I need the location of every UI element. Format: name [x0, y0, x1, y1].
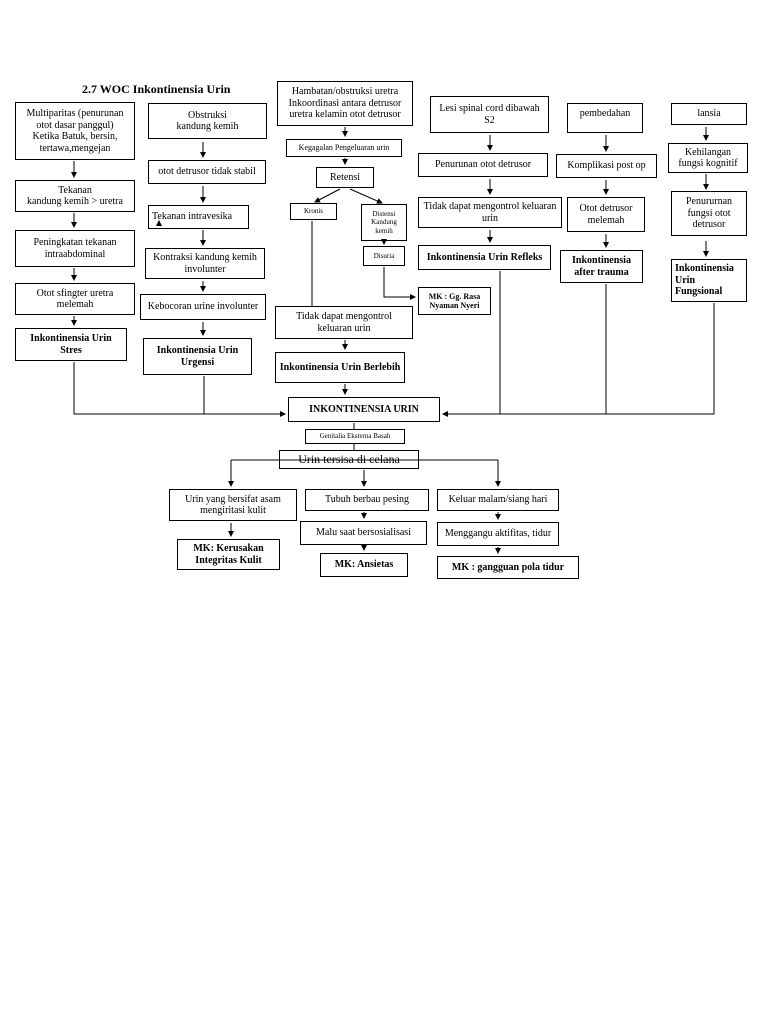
node-pembedahan: pembedahan: [567, 103, 643, 133]
diagram-title: 2.7 WOC Inkontinensia Urin: [82, 82, 231, 96]
node-mk-ansietas: MK: Ansietas: [320, 553, 408, 577]
node-otot-detrusor-tidak-stabil: otot detrusor tidak stabil: [148, 160, 266, 184]
node-inkontinensia-refleks: Inkontinensia Urin Refleks: [418, 245, 551, 270]
node-penurunan-otot-detrusor: Penurunan otot detrusor: [418, 153, 548, 177]
node-inkontinensia-trauma: Inkontinensia after trauma: [560, 250, 643, 283]
node-inkontinensia-stres: Inkontinensia Urin Stres: [15, 328, 127, 361]
node-multiparitas: Multiparitas (penurunan otot dasar pangg…: [15, 102, 135, 160]
node-tekanan-kandung-kemih: Tekanan kandung kemih > uretra: [15, 180, 135, 212]
node-kebocoran: Kebocoran urine involunter: [140, 294, 266, 320]
node-kehilangan-fungsi: Kehilangan fungsi kognitif: [668, 143, 748, 173]
node-urin-asam: Urin yang bersifat asam mengiritasi kuli…: [169, 489, 297, 521]
node-retensi: Retensi: [316, 167, 374, 188]
node-malu: Malu saat bersosialisasi: [300, 521, 427, 545]
node-inkontinensia-berlebih: Inkontinensia Urin Berlebih: [275, 352, 405, 383]
node-penurunan-fungsi-otot: Penururnan fungsi otot detrusor: [671, 191, 747, 236]
node-mk-nyeri: MK : Gg. Rasa Nyaman Nyeri: [418, 287, 491, 315]
node-inkontinensia-urgensi: Inkontinensia Urin Urgensi: [143, 338, 252, 375]
node-hambatan: Hambatan/obstruksi uretra Inkoordinasi a…: [277, 81, 413, 126]
node-mk-kerusakan-kulit: MK: Kerusakan Integritas Kulit: [177, 539, 280, 570]
node-inkontinensia-urin: INKONTINENSIA URIN: [288, 397, 440, 422]
node-disuria: Disuria: [363, 246, 405, 266]
node-tubuh-pesing: Tubuh berbau pesing: [305, 489, 429, 511]
node-kontraksi: Kontraksi kandung kemih involunter: [145, 248, 265, 279]
node-kronis: Kronis: [290, 203, 337, 220]
node-tidak-dapat-mengontrol-mid: Tidak dapat mengontrol keluaran urin: [275, 306, 413, 339]
node-tekanan-intravesika: Tekanan intravesika: [148, 205, 249, 229]
node-distensi: Distensi Kandung kemih: [361, 204, 407, 241]
node-peningkatan-tekanan: Peningkatan tekanan intraabdominal: [15, 230, 135, 267]
node-otot-detrusor-melemah: Otot detrusor melemah: [567, 197, 645, 232]
node-inkontinensia-fungsional: Inkontinensia Urin Fungsional: [671, 259, 747, 302]
node-lesi-spinal: Lesi spinal cord dibawah S2: [430, 96, 549, 133]
node-mengganggu: Menggangu aktifitas, tidur: [437, 522, 559, 546]
node-komplikasi: Komplikasi post op: [556, 154, 657, 178]
node-genitalia: Genitalia Eksterna Basah: [305, 429, 405, 444]
node-otot-sfingter: Otot sfingter uretra melemah: [15, 283, 135, 315]
node-mk-gangguan-tidur: MK : gangguan pola tidur: [437, 556, 579, 579]
node-keluar-malam: Keluar malam/siang hari: [437, 489, 559, 511]
node-tidak-dapat-mengontrol-right: Tidak dapat mengontrol keluaran urin: [418, 197, 562, 228]
node-kegagalan: Kegagalan Pengeluaran urin: [286, 139, 402, 157]
node-obstruksi: Obstruksi kandung kemih: [148, 103, 267, 139]
node-urin-tersisa: Urin tersisa di celana: [279, 450, 419, 469]
node-lansia: lansia: [671, 103, 747, 125]
